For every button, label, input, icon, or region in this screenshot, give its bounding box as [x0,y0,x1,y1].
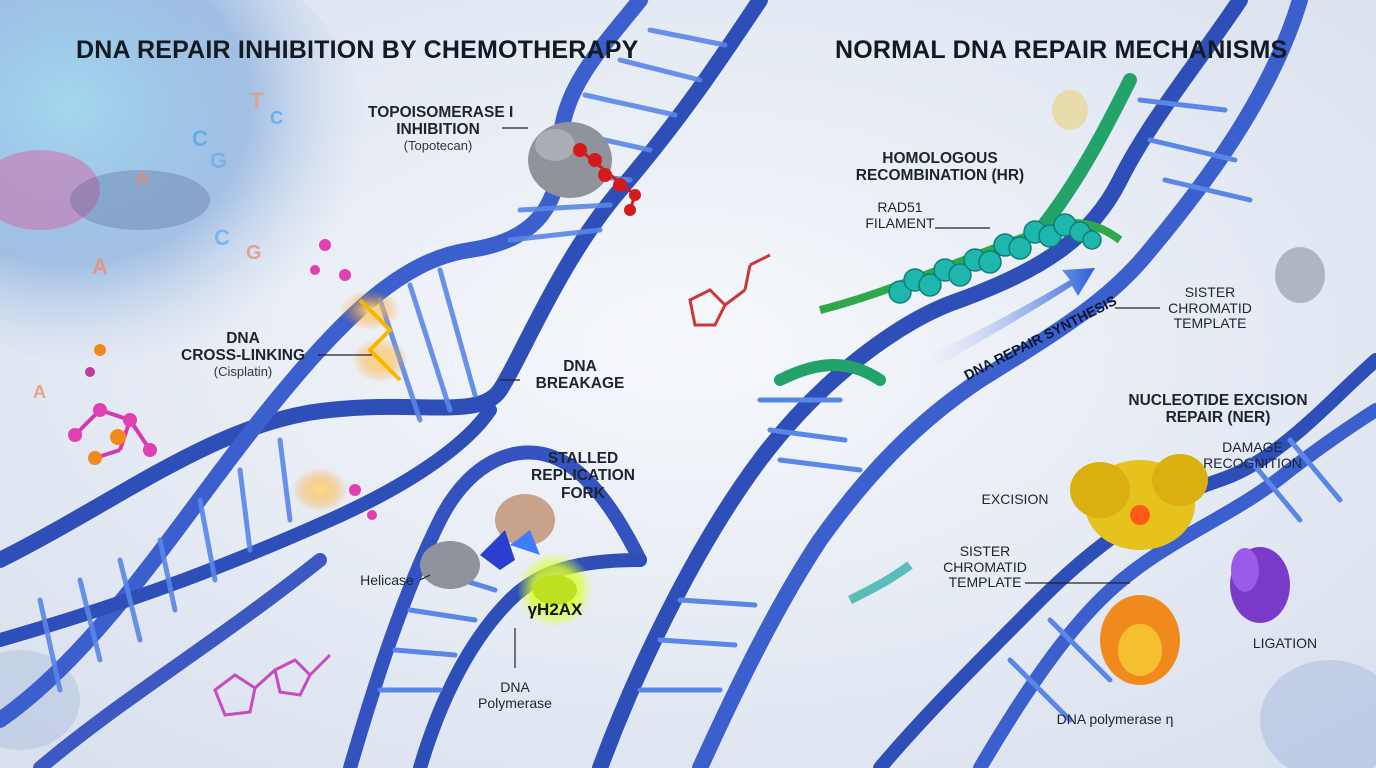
rad51-filament [819,213,1123,314]
cisplatin-molecule-left [68,344,157,465]
damage-recognition-label: DAMAGE RECOGNITION [1195,439,1310,471]
sister-chromatid-label-bottom: SISTER CHROMATID TEMPLATE [930,543,1040,591]
stalled-fork-label-line2: REPLICATION [531,467,635,485]
topoisomerase-molecule [528,122,641,216]
cell-membrane-shape [0,0,370,370]
hr-label: HOMOLOGOUS RECOMBINATION (HR) [840,150,1040,185]
ner-complex [1070,454,1208,550]
hr-label-line1: HOMOLOGOUS [882,150,998,167]
dna-breakage-label-line2: BREAKAGE [535,375,625,393]
sister-chromatid-label-top: SISTER CHROMATID TEMPLATE [1145,284,1275,332]
hr-label-line2: RECOMBINATION (HR) [855,167,1025,185]
helicase-molecule [420,541,480,589]
base-letter: G [210,148,228,173]
base-letter: A [33,382,46,402]
crosslinking-label-line2: CROSS-LINKING [181,347,305,365]
dna-breakage-label-line1: DNA [563,358,597,375]
right-dna-helix [592,0,1308,768]
floating-molecule-red [688,253,771,327]
dna-polymerase-label: DNA Polymerase [455,679,575,711]
stalled-fork-label-line1: STALLED [547,450,619,467]
dna-polymerase-label-line2: Polymerase [478,694,552,711]
leader-lines [318,127,1160,668]
sister-chromatid-top-line1: SISTER [1184,284,1236,300]
base-letter: G [246,242,262,264]
yh2ax-label: γH2AX [527,600,583,619]
base-letter: A [135,168,150,190]
polymerase-eta-label: DNA polymerase η [1056,711,1174,727]
base-letter: C [192,126,208,151]
ner-label: NUCLEOTIDE EXCISION REPAIR (NER) [1108,392,1328,427]
topoisomerase-label-line1: TOPOISOMERASE I [368,104,514,121]
cisplatin-label: (Cisplatin) [213,363,273,379]
stalled-fork-label: STALLED REPLICATION FORK [518,450,648,502]
dna-breakage-label: DNA BREAKAGE [520,358,640,393]
left-title: DNA REPAIR INHIBITION BY CHEMOTHERAPY [76,36,639,64]
sister-chromatid-bottom-line2: CHROMATID [943,558,1027,575]
repair-synthesis-arrow [900,268,1095,384]
stalled-fork-label-line3: FORK [561,484,605,502]
polymerase-eta-molecule [1100,595,1180,685]
dna-polymerase-molecule [480,494,555,570]
cisplatin-crosslinks [292,239,408,520]
base-letter: A [92,254,108,279]
sister-chromatid-bottom-line1: SISTER [959,543,1011,559]
topotecan-label: (Topotecan) [403,137,473,153]
crosslinking-label: DNA CROSS-LINKING (Cisplatin) [168,330,318,379]
excision-label: EXCISION [981,491,1049,507]
sister-chromatid-top-line3: TEMPLATE [1173,315,1247,332]
topoisomerase-label-line2: INHIBITION [396,121,480,139]
ligation-label: LIGATION [1252,635,1318,651]
rad51-label: RAD51 FILAMENT [860,199,940,231]
sister-chromatid-top-line2: CHROMATID [1168,299,1252,316]
ner-label-line1: NUCLEOTIDE EXCISION [1128,392,1308,409]
crosslinking-label-line1: DNA [226,330,260,347]
ligase-molecule [1230,547,1290,623]
damage-recognition-line1: DAMAGE [1222,439,1283,455]
right-title: NORMAL DNA REPAIR MECHANISMS [835,36,1288,64]
base-letter: T [250,88,264,113]
topoisomerase-label: TOPOISOMERASE I INHIBITION (Topotecan) [368,104,514,153]
base-letter: C [214,225,230,250]
rad51-label-line2: FILAMENT [865,214,935,231]
ner-label-line2: REPAIR (NER) [1165,409,1271,427]
rad51-label-line1: RAD51 [877,199,923,215]
sister-chromatid-bottom-line3: TEMPLATE [948,574,1022,591]
dna-polymerase-label-line1: DNA [500,679,530,695]
helicase-label: Helicase [360,572,414,588]
floating-molecule-bottom [213,653,332,717]
base-letter: C [270,108,283,128]
damage-recognition-line2: RECOGNITION [1203,454,1302,471]
